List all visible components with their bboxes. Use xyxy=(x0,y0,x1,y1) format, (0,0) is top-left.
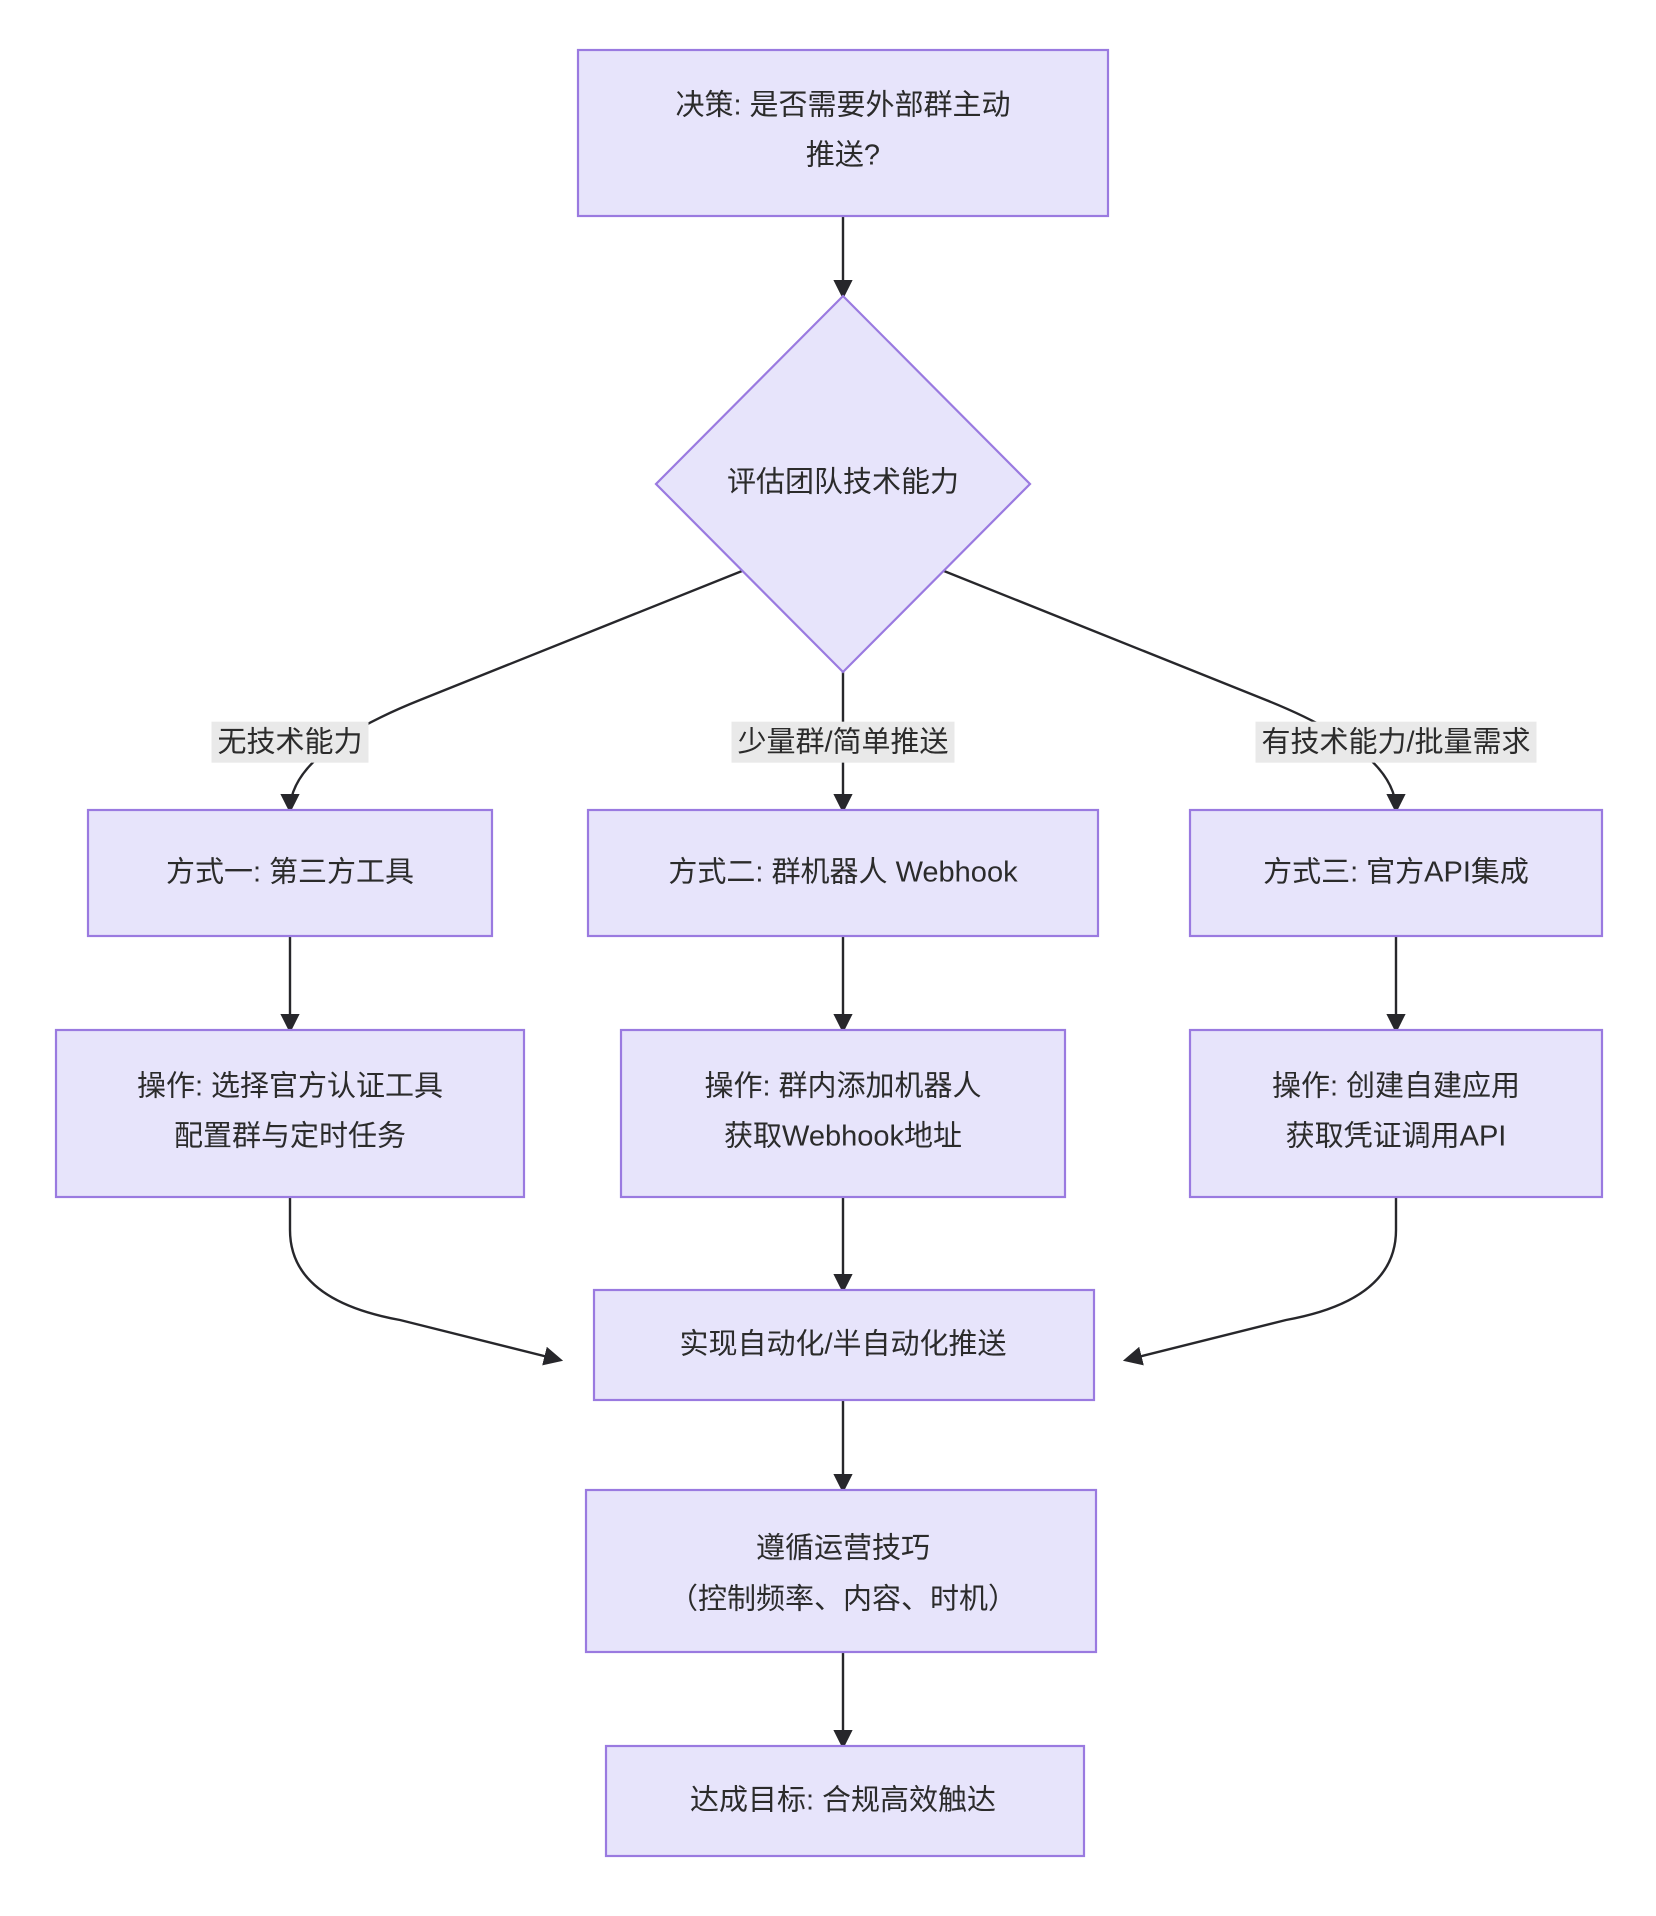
node-practices-line-1: 遵循运营技巧 xyxy=(756,1532,930,1565)
node-method2-label: 方式二: 群机器人 Webhook xyxy=(668,856,1018,889)
node-method1-label: 方式一: 第三方工具 xyxy=(166,856,414,889)
node-method3[interactable]: 方式三: 官方API集成 xyxy=(1188,808,1604,938)
edge-op1-to-automation xyxy=(288,1197,564,1366)
node-op3-shape[interactable] xyxy=(1188,1028,1604,1199)
node-automation-shape[interactable] xyxy=(592,1288,1096,1402)
edge-op3-to-automation xyxy=(1122,1197,1398,1366)
node-op2-line-1: 操作: 群内添加机器人 xyxy=(704,1070,981,1103)
node-method3-label: 方式三: 官方API集成 xyxy=(1263,856,1529,889)
node-op1[interactable]: 操作: 选择官方认证工具 配置群与定时任务 xyxy=(54,1028,526,1199)
edge-label-small-group-text: 少量群/简单推送 xyxy=(737,726,948,759)
edge-label-small-group-bg xyxy=(731,721,955,763)
edge-label-no-tech: 无技术能力 xyxy=(211,721,369,763)
node-method1-shape[interactable] xyxy=(86,808,494,938)
edge-labels-layer: 无技术能力 少量群/简单推送 有技术能力/批量需求 xyxy=(211,721,1537,763)
node-op2-shape[interactable] xyxy=(619,1028,1067,1199)
node-method2[interactable]: 方式二: 群机器人 Webhook xyxy=(586,808,1100,938)
node-practices-line-2: （控制频率、内容、时机） xyxy=(669,1583,1017,1616)
node-start-shape[interactable] xyxy=(576,48,1110,218)
node-method2-shape[interactable] xyxy=(586,808,1100,938)
edge-label-has-tech-bg xyxy=(1255,721,1537,763)
node-start-line-2: 推送? xyxy=(806,139,880,172)
node-assess-label: 评估团队技术能力 xyxy=(727,466,959,499)
node-assess[interactable]: 评估团队技术能力 xyxy=(654,294,1032,674)
edge-label-no-tech-bg xyxy=(211,721,369,763)
nodes-layer: 决策: 是否需要外部群主动 推送? 评估团队技术能力 方式一: 第三方工具 方式… xyxy=(54,48,1604,1858)
node-start[interactable]: 决策: 是否需要外部群主动 推送? xyxy=(576,48,1110,218)
node-op1-line-1: 操作: 选择官方认证工具 xyxy=(137,1070,443,1103)
node-automation-label: 实现自动化/半自动化推送 xyxy=(679,1328,1006,1361)
edges-layer xyxy=(280,216,1406,1750)
edge-label-has-tech-text: 有技术能力/批量需求 xyxy=(1261,726,1530,759)
node-op1-shape[interactable] xyxy=(54,1028,526,1199)
node-goal-shape[interactable] xyxy=(604,1744,1086,1858)
node-start-line-1: 决策: 是否需要外部群主动 xyxy=(675,89,1010,122)
node-method1[interactable]: 方式一: 第三方工具 xyxy=(86,808,494,938)
node-goal[interactable]: 达成目标: 合规高效触达 xyxy=(604,1744,1086,1858)
node-assess-shape[interactable] xyxy=(654,294,1032,674)
node-op2[interactable]: 操作: 群内添加机器人 获取Webhook地址 xyxy=(619,1028,1067,1199)
node-practices[interactable]: 遵循运营技巧 （控制频率、内容、时机） xyxy=(584,1488,1098,1654)
node-op3[interactable]: 操作: 创建自建应用 获取凭证调用API xyxy=(1188,1028,1604,1199)
edge-assess-to-method3 xyxy=(928,563,1406,814)
edge-label-has-tech: 有技术能力/批量需求 xyxy=(1255,721,1537,763)
node-method3-shape[interactable] xyxy=(1188,808,1604,938)
node-automation[interactable]: 实现自动化/半自动化推送 xyxy=(592,1288,1096,1402)
edge-assess-to-method1 xyxy=(280,563,758,814)
node-goal-label: 达成目标: 合规高效触达 xyxy=(690,1784,996,1817)
node-op1-line-2: 配置群与定时任务 xyxy=(174,1120,406,1153)
node-op2-line-2: 获取Webhook地址 xyxy=(724,1120,962,1153)
node-op3-line-2: 获取凭证调用API xyxy=(1286,1120,1507,1153)
edge-label-small-group: 少量群/简单推送 xyxy=(731,721,955,763)
edge-label-no-tech-text: 无技术能力 xyxy=(217,726,362,759)
node-practices-shape[interactable] xyxy=(584,1488,1098,1654)
node-op3-line-1: 操作: 创建自建应用 xyxy=(1272,1070,1520,1103)
